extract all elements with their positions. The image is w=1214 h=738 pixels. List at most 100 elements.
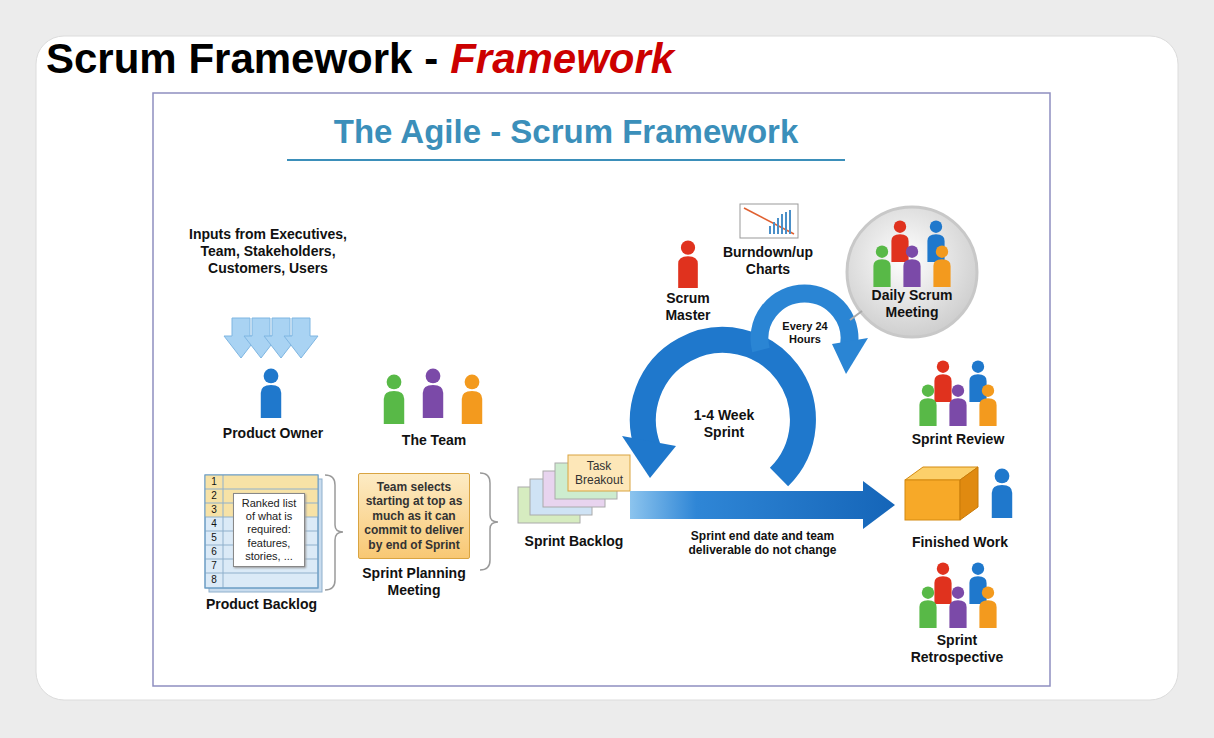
drawing-part bbox=[933, 245, 950, 287]
drawing-part bbox=[325, 475, 343, 590]
sprint-loop bbox=[622, 293, 868, 478]
row-number: 7 bbox=[205, 560, 223, 572]
row-number: 5 bbox=[205, 532, 223, 544]
drawing-part bbox=[223, 475, 224, 588]
diagram-title: The Agile - Scrum Framework bbox=[262, 112, 870, 152]
slide-title: Framework bbox=[450, 34, 674, 84]
node-text: Team selects starting at top as much as … bbox=[358, 473, 470, 559]
drawing-part bbox=[873, 245, 890, 287]
drawing-part bbox=[919, 384, 936, 426]
drawing-part bbox=[781, 214, 783, 234]
node-text: Daily Scrum Meeting bbox=[847, 287, 977, 321]
diagram-label: Scrum Master bbox=[648, 290, 728, 324]
diagram-label: The Team bbox=[379, 432, 489, 449]
drawing-part bbox=[384, 375, 404, 424]
drawing-part bbox=[992, 469, 1012, 518]
backlog-list: Product BacklogRanked list of what is re… bbox=[205, 475, 318, 613]
row-number: 1 bbox=[205, 476, 223, 488]
drawing-part bbox=[903, 245, 920, 287]
drawing-part bbox=[949, 384, 966, 426]
drawing-part bbox=[205, 475, 318, 588]
sprint-review-icon bbox=[919, 360, 996, 426]
drawing-part bbox=[744, 208, 794, 234]
drawing-part bbox=[205, 475, 318, 588]
drawing-part bbox=[205, 573, 318, 574]
finished-work-cube bbox=[905, 467, 1012, 520]
drawing-part bbox=[770, 210, 790, 234]
row-number: 3 bbox=[205, 504, 223, 516]
drawing-part bbox=[785, 212, 787, 234]
drawing-part bbox=[462, 375, 482, 424]
drawing-part bbox=[423, 369, 443, 418]
node-heading: Finished Work bbox=[880, 534, 1040, 551]
drawing-part bbox=[969, 360, 986, 402]
diagram-label: Sprint Retrospective bbox=[897, 632, 1017, 666]
edge-label: Sprint end date and team deliverable do … bbox=[678, 529, 848, 558]
drawing-part bbox=[777, 218, 779, 234]
sprint-backlog-cards bbox=[518, 455, 630, 523]
node-text: Task Breakout bbox=[568, 455, 630, 491]
title-underline bbox=[287, 159, 845, 161]
drawing-part bbox=[740, 204, 798, 238]
drawing-part bbox=[568, 455, 630, 491]
drawing-part bbox=[847, 207, 977, 337]
drawing-part bbox=[960, 467, 978, 520]
drawing-part bbox=[789, 210, 791, 234]
spacer bbox=[518, 455, 630, 523]
planning-box: Team selects starting at top as much as … bbox=[358, 473, 470, 599]
diagram-label: Sprint Review bbox=[898, 431, 1018, 448]
product-owner-icon bbox=[261, 369, 281, 418]
backlog-drawing bbox=[205, 475, 322, 592]
diagram-label: Burndown/up Charts bbox=[718, 244, 818, 278]
sprint-backlog-stack: Task BreakoutSprint Backlog bbox=[518, 455, 630, 550]
drawing-part bbox=[205, 489, 318, 490]
row-number: 2 bbox=[205, 490, 223, 502]
row-number: 4 bbox=[205, 518, 223, 530]
drawing-part bbox=[832, 338, 868, 374]
finished-work-cube: Finished Work bbox=[895, 462, 1025, 551]
drawing-part bbox=[480, 473, 498, 570]
drawing-part bbox=[284, 318, 318, 358]
diagram-label: Inputs from Executives, Team, Stakeholde… bbox=[168, 226, 368, 276]
drawing-part bbox=[969, 562, 986, 604]
drawing-part bbox=[891, 220, 908, 262]
row-number: 8 bbox=[205, 574, 223, 586]
input-arrows bbox=[224, 318, 318, 358]
drawing-part bbox=[949, 586, 966, 628]
drawing-part bbox=[769, 226, 771, 234]
diagram-label: Every 24 Hours bbox=[777, 320, 833, 346]
drawing-part bbox=[919, 586, 936, 628]
slide-card bbox=[36, 36, 1178, 700]
node-heading: Product Backlog bbox=[190, 596, 333, 613]
node-heading: Sprint Backlog bbox=[503, 533, 645, 550]
drawing-part bbox=[979, 586, 996, 628]
node-text: Ranked list of what is required: feature… bbox=[237, 497, 301, 563]
backlog-note: Ranked list of what is required: feature… bbox=[233, 493, 305, 567]
drawing-part bbox=[760, 293, 850, 350]
drawing-part bbox=[850, 311, 862, 320]
spacer bbox=[895, 462, 1025, 528]
daily-scrum-drawing bbox=[847, 207, 977, 337]
diagram-label: Product Owner bbox=[208, 425, 338, 442]
drawing-part bbox=[205, 475, 318, 588]
diagram-frame bbox=[153, 93, 1050, 686]
drawing-part bbox=[934, 562, 951, 604]
slide-title: Scrum Framework - bbox=[46, 34, 438, 84]
scrum-master-icon bbox=[678, 241, 698, 288]
node-heading: Sprint Planning Meeting bbox=[343, 565, 485, 599]
drawing-part bbox=[934, 360, 951, 402]
drawing-part bbox=[979, 384, 996, 426]
row-number: 6 bbox=[205, 546, 223, 558]
drawing-part bbox=[773, 222, 775, 234]
diagram-label: 1-4 Week Sprint bbox=[682, 407, 766, 441]
flow-arrow bbox=[630, 481, 895, 529]
drawing-part bbox=[622, 436, 676, 478]
daily-scrum-circle: Daily Scrum Meeting bbox=[847, 207, 977, 337]
burndown-chart-icon bbox=[740, 204, 798, 238]
retrospective-icon bbox=[919, 562, 996, 628]
drawing-part bbox=[905, 480, 960, 520]
team-icon bbox=[384, 369, 482, 424]
